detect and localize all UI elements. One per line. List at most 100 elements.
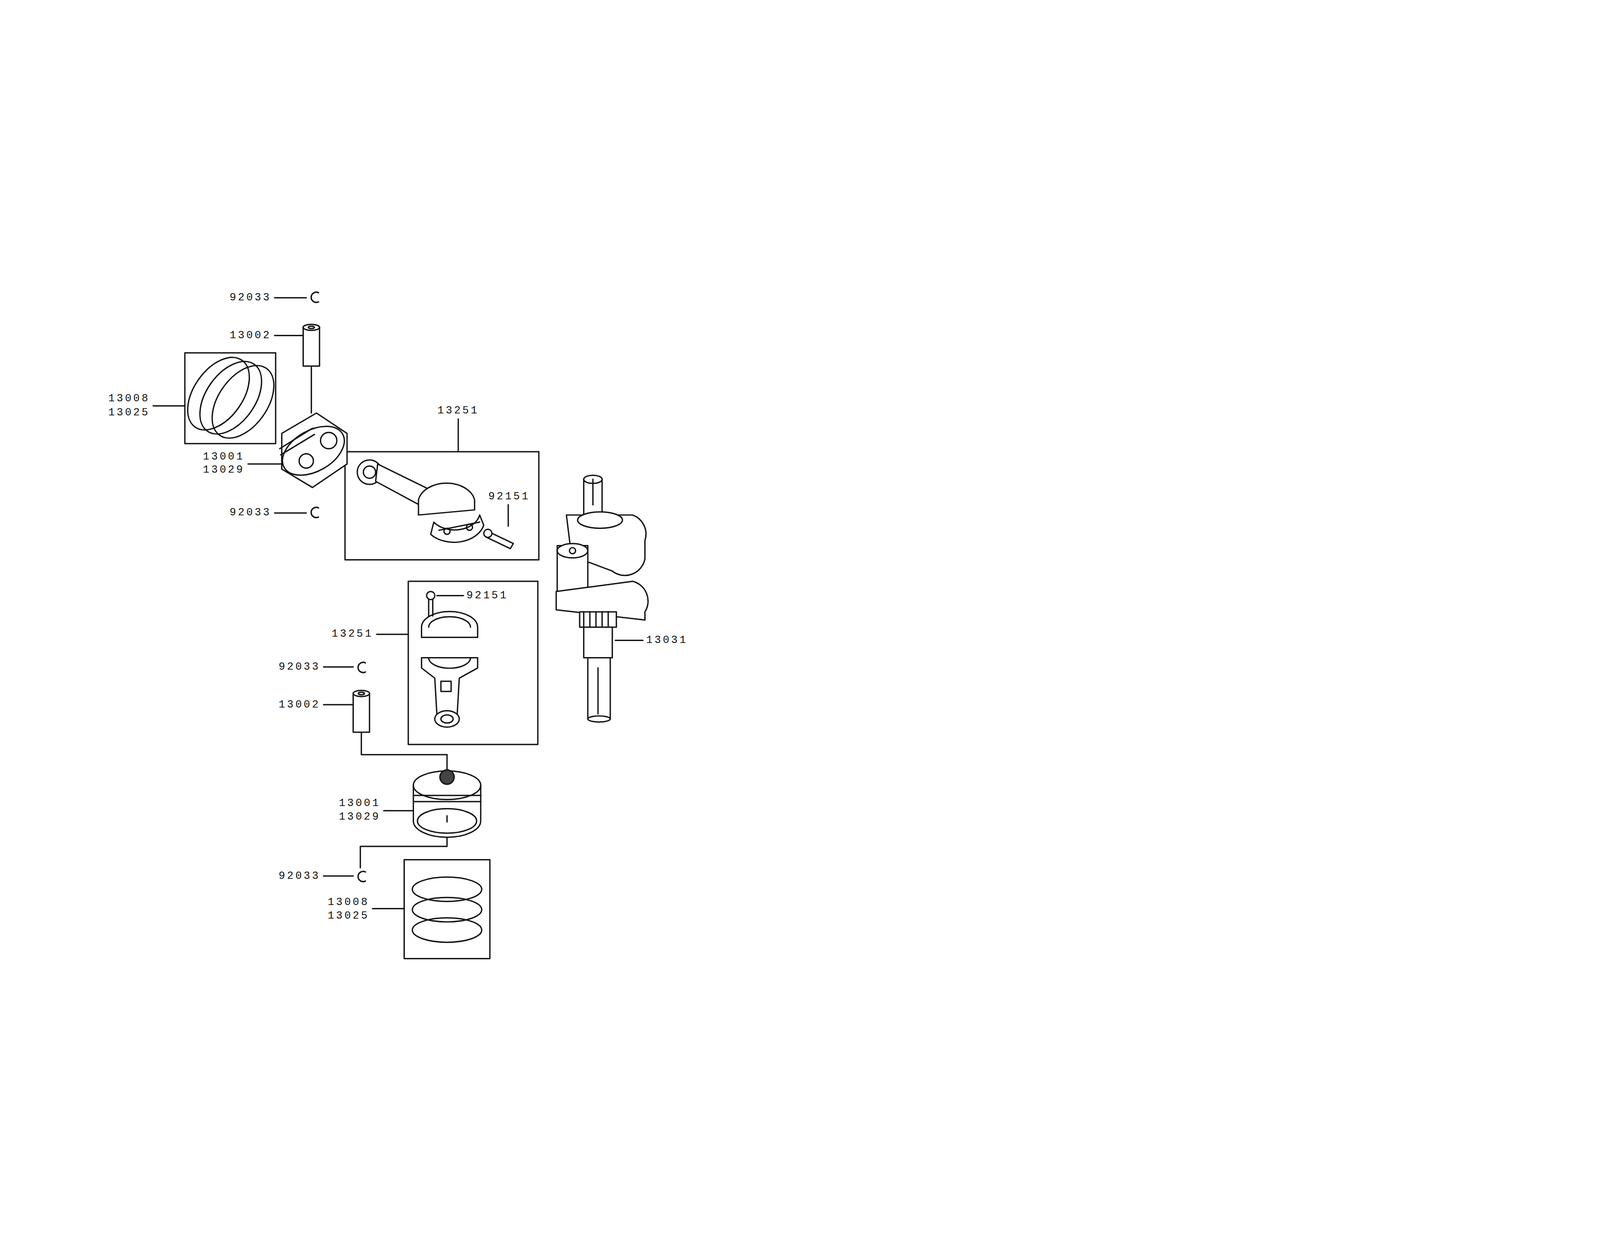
circlip	[358, 871, 366, 883]
callout-number: 13001	[202, 451, 245, 463]
callout-number: 13001	[338, 798, 381, 810]
connecting-rod	[440, 681, 451, 692]
connecting-rod	[428, 616, 471, 628]
crankshaft	[557, 543, 588, 558]
crankshaft	[589, 612, 591, 628]
callout-number: 13025	[327, 911, 370, 922]
connecting-rod	[440, 715, 453, 724]
connecting-rod	[363, 466, 376, 479]
piston-pin	[353, 693, 370, 733]
leader-line	[376, 633, 409, 636]
leader-line	[383, 810, 415, 812]
callout-number: 13002	[278, 700, 321, 711]
callout-number: 13008	[327, 897, 370, 909]
piston	[439, 770, 454, 785]
callout-number: 92033	[278, 871, 321, 883]
bolt	[483, 529, 493, 538]
crankshaft	[597, 667, 600, 715]
callout-number: 13251	[331, 629, 374, 640]
crankshaft	[583, 612, 585, 628]
crankshaft	[583, 627, 613, 658]
crankshaft	[595, 612, 597, 628]
connecting-rod	[430, 515, 484, 543]
callout-number: 92033	[278, 662, 321, 673]
group-box	[408, 581, 538, 745]
crankshaft	[601, 612, 603, 628]
leader-line	[507, 504, 510, 527]
callout-number: 92151	[488, 491, 531, 503]
piston-pin	[358, 692, 365, 695]
piston	[320, 432, 337, 450]
leader-line	[323, 875, 354, 878]
crankshaft	[569, 547, 576, 554]
piston	[274, 416, 353, 486]
piston-ring	[412, 917, 482, 943]
connecting-rod	[421, 657, 478, 715]
crankshaft	[587, 657, 611, 719]
callout-number: 13008	[108, 393, 150, 405]
callout-number: 13029	[338, 812, 381, 823]
circlip	[358, 662, 366, 673]
piston-ring	[199, 354, 287, 450]
leader-line	[274, 334, 304, 337]
piston-pin	[308, 326, 315, 329]
circlip	[311, 292, 366, 883]
connecting-rod	[357, 460, 484, 728]
callout-number: 92033	[229, 292, 272, 304]
group-box	[345, 451, 539, 561]
piston-pin	[303, 327, 320, 367]
connecting-rod	[434, 711, 460, 728]
piston	[280, 434, 315, 455]
leader-line	[274, 512, 307, 515]
leader-line	[310, 367, 313, 414]
connecting-rod	[421, 611, 478, 638]
callout-number: 92033	[229, 507, 272, 519]
piston-pin	[303, 324, 320, 331]
piston	[413, 795, 482, 797]
callout-number: 13031	[646, 635, 688, 647]
piston	[281, 413, 347, 488]
leader-line	[323, 666, 354, 668]
bolt	[426, 529, 514, 617]
circlip	[311, 507, 319, 518]
callout-number: 13251	[437, 405, 480, 417]
leader-line	[323, 704, 354, 706]
leader-line	[153, 405, 185, 407]
piston	[413, 800, 482, 803]
leader-line	[615, 639, 644, 642]
crankshaft	[577, 512, 623, 529]
callout-number: 13029	[202, 465, 245, 476]
group-box	[184, 352, 539, 959]
crankshaft	[583, 479, 602, 517]
connecting-rod	[466, 524, 473, 531]
crankshaft	[556, 475, 649, 723]
crankshaft	[592, 479, 594, 506]
piston-ring	[175, 346, 483, 943]
piston	[446, 816, 449, 823]
piston	[299, 453, 314, 468]
bolt	[426, 591, 435, 600]
leader-line	[436, 595, 464, 597]
connecting-rod	[444, 528, 451, 535]
leader-line	[457, 419, 460, 452]
crankshaft	[587, 716, 611, 723]
callout-number: 13002	[229, 330, 272, 342]
callout-number: 13025	[108, 407, 150, 419]
crankshaft	[579, 612, 617, 628]
piston-ring	[187, 350, 275, 446]
piston-pin	[353, 690, 370, 698]
group-box	[404, 860, 491, 960]
piston	[417, 808, 477, 834]
piston	[274, 413, 482, 838]
leader-line	[274, 297, 307, 299]
bolt	[428, 600, 430, 617]
leader-line	[372, 908, 404, 910]
connecting-rod	[418, 483, 475, 516]
crankshaft	[607, 612, 610, 628]
connecting-rod	[428, 657, 471, 669]
callout-number: 92151	[466, 590, 509, 602]
bolt	[432, 600, 434, 617]
circlip	[311, 292, 319, 303]
